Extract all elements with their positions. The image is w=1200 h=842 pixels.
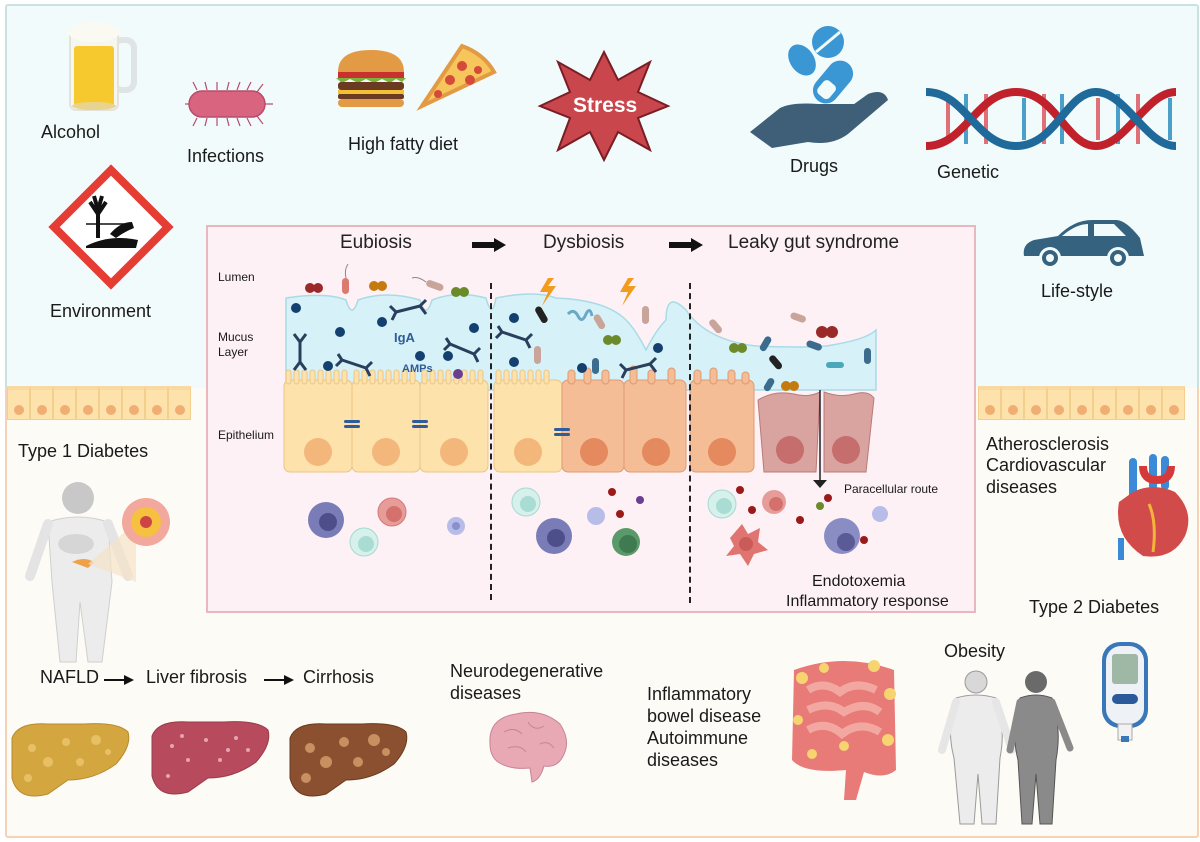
label-type2-diabetes: Type 2 Diabetes bbox=[1029, 597, 1160, 617]
epithelium-strip-right bbox=[978, 386, 1185, 422]
arrow-icon bbox=[104, 675, 134, 685]
stage-leaky-gut: Leaky gut syndrome bbox=[728, 232, 900, 253]
environment-hazard-icon bbox=[48, 164, 174, 290]
label-neurodegenerative: Neurodegenerative bbox=[450, 661, 604, 681]
label-endotoxemia: Endotoxemia bbox=[812, 573, 906, 590]
car-icon bbox=[1023, 220, 1144, 269]
label-high-fatty-diet: High fatty diet bbox=[348, 134, 459, 154]
label-iga: IgA bbox=[394, 330, 416, 345]
intestine-icon bbox=[792, 660, 896, 800]
label-drugs: Drugs bbox=[790, 156, 839, 176]
human-body-pancreas-icon bbox=[25, 482, 170, 663]
heart-icon bbox=[1118, 454, 1189, 560]
label-autoimmune-diseases: diseases bbox=[647, 750, 719, 770]
microbes-and-molecules: IgA AMPs bbox=[291, 263, 871, 392]
label-stress: Stress bbox=[573, 94, 638, 117]
label-liver-fibrosis: Liver fibrosis bbox=[146, 667, 248, 687]
arrow-icon bbox=[669, 238, 703, 252]
bacterium-icon bbox=[185, 81, 273, 127]
label-amps: AMPs bbox=[402, 363, 433, 375]
stage-divider bbox=[490, 283, 492, 600]
mucus-layer bbox=[285, 293, 877, 391]
label-epithelium: Epithelium bbox=[218, 428, 275, 442]
epithelium-cells bbox=[283, 365, 875, 488]
label-genetic: Genetic bbox=[937, 162, 1000, 182]
label-nafld: NAFLD bbox=[40, 667, 100, 687]
label-environment: Environment bbox=[50, 301, 152, 321]
pizza-icon bbox=[416, 43, 497, 111]
label-neuro-diseases: diseases bbox=[450, 683, 522, 703]
hand-with-pills-icon bbox=[750, 26, 888, 148]
arrow-icon bbox=[264, 675, 294, 685]
stress-starburst-icon bbox=[537, 49, 671, 163]
brain-icon bbox=[489, 711, 567, 783]
fatty-liver-icon bbox=[11, 723, 130, 797]
burger-icon bbox=[336, 50, 406, 107]
label-alcohol: Alcohol bbox=[41, 122, 101, 142]
label-lifestyle: Life-style bbox=[1041, 281, 1114, 301]
label-type1-diabetes: Type 1 Diabetes bbox=[18, 441, 149, 461]
label-atherosclerosis: Atherosclerosis bbox=[986, 434, 1110, 454]
arrow-icon bbox=[472, 238, 506, 252]
label-inflammatory-response: Inflammatory response bbox=[786, 593, 949, 610]
beer-mug-icon bbox=[68, 22, 137, 111]
label-autoimmune: Autoimmune bbox=[647, 728, 749, 748]
label-cardiovascular: Cardiovascular bbox=[986, 455, 1107, 475]
label-lumen: Lumen bbox=[218, 270, 255, 284]
label-layer: Layer bbox=[218, 345, 249, 359]
cirrhotic-liver-icon bbox=[289, 723, 408, 797]
glucometer-icon bbox=[1102, 642, 1148, 742]
epithelium-strip-left bbox=[7, 386, 191, 422]
label-infections: Infections bbox=[187, 146, 265, 166]
obese-people-icon bbox=[938, 670, 1074, 825]
label-inflammatory: Inflammatory bbox=[647, 684, 752, 704]
stage-dysbiosis: Dysbiosis bbox=[543, 232, 625, 253]
immune-cells bbox=[308, 486, 888, 566]
label-bowel-disease: bowel disease bbox=[647, 706, 762, 726]
label-obesity: Obesity bbox=[944, 641, 1006, 661]
label-cardiovascular-diseases: diseases bbox=[986, 477, 1058, 497]
stage-eubiosis: Eubiosis bbox=[340, 232, 412, 253]
fibrotic-liver-icon bbox=[151, 721, 270, 795]
label-mucus: Mucus bbox=[218, 330, 254, 344]
dna-helix-icon bbox=[925, 87, 1177, 151]
label-cirrhosis: Cirrhosis bbox=[303, 667, 375, 687]
label-paracellular-route: Paracellular route bbox=[844, 482, 939, 496]
stage-divider bbox=[689, 283, 691, 603]
